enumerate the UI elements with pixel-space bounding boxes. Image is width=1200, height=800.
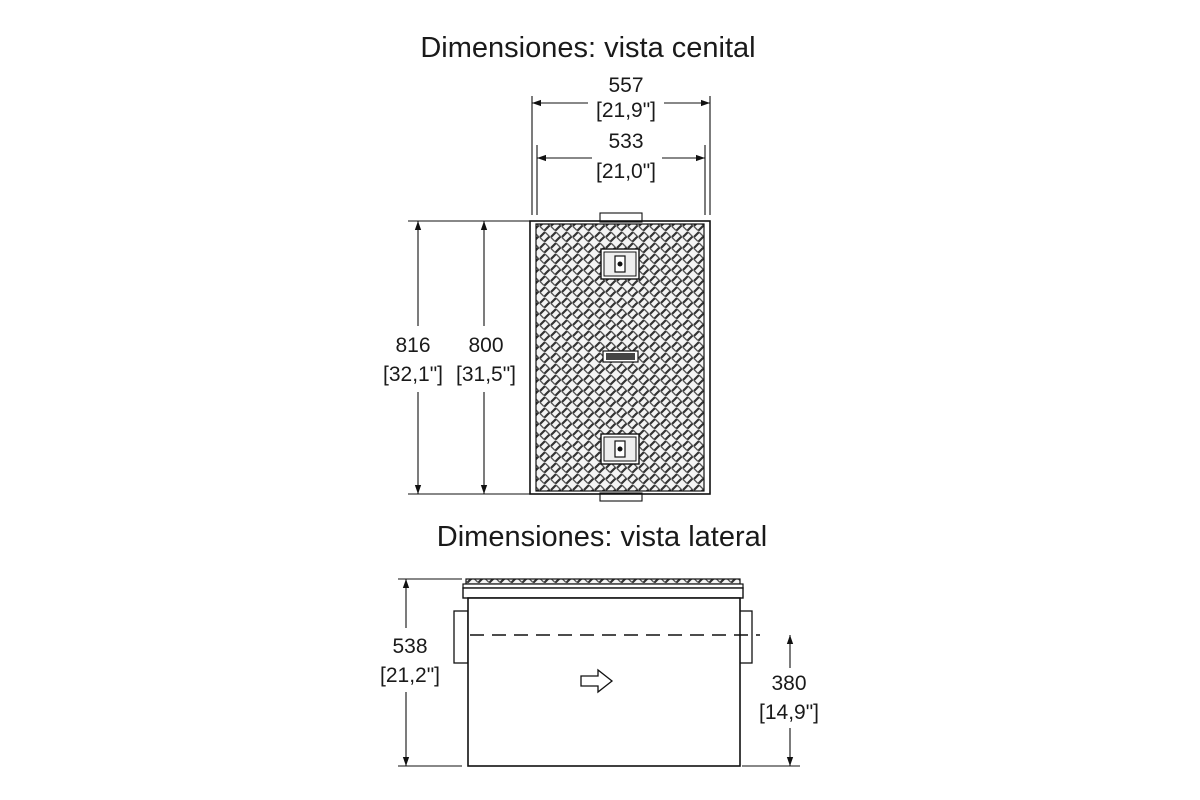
outlet-height-in: [14,9"] bbox=[759, 701, 819, 724]
side-view-body bbox=[453, 578, 760, 767]
outlet-height-mm: 380 bbox=[771, 672, 806, 695]
inner-length-dimension: 800 [31,5"] bbox=[456, 220, 530, 495]
height-mm: 538 bbox=[392, 635, 427, 658]
outer-length-in: [32,1"] bbox=[383, 363, 443, 386]
inner-length-in: [31,5"] bbox=[456, 363, 516, 386]
outer-width-in: [21,9"] bbox=[596, 99, 656, 122]
inner-width-dimension: 533 [21,0"] bbox=[536, 130, 706, 215]
flow-arrow-icon bbox=[580, 668, 614, 694]
logo-plate bbox=[602, 350, 639, 363]
inner-width-in: [21,0"] bbox=[596, 160, 656, 183]
outlet-height-dimension: 380 [14,9"] bbox=[742, 635, 819, 767]
outer-length-mm: 816 bbox=[395, 334, 430, 357]
height-in: [21,2"] bbox=[380, 664, 440, 687]
latch-bottom bbox=[600, 433, 640, 465]
side-view-title: Dimensiones: vista lateral bbox=[437, 521, 767, 553]
outer-width-dimension: 557 [21,9"] bbox=[531, 74, 711, 215]
top-view-title: Dimensiones: vista cenital bbox=[420, 32, 755, 64]
top-view-cover bbox=[529, 212, 711, 502]
inlet-pipe bbox=[453, 610, 469, 664]
latch-top bbox=[600, 248, 640, 280]
inner-length-mm: 800 bbox=[468, 334, 503, 357]
outer-length-dimension: 816 [32,1"] bbox=[383, 220, 530, 495]
inner-width-mm: 533 bbox=[608, 130, 643, 153]
height-dimension: 538 [21,2"] bbox=[380, 578, 462, 767]
outer-width-mm: 557 bbox=[608, 74, 643, 97]
